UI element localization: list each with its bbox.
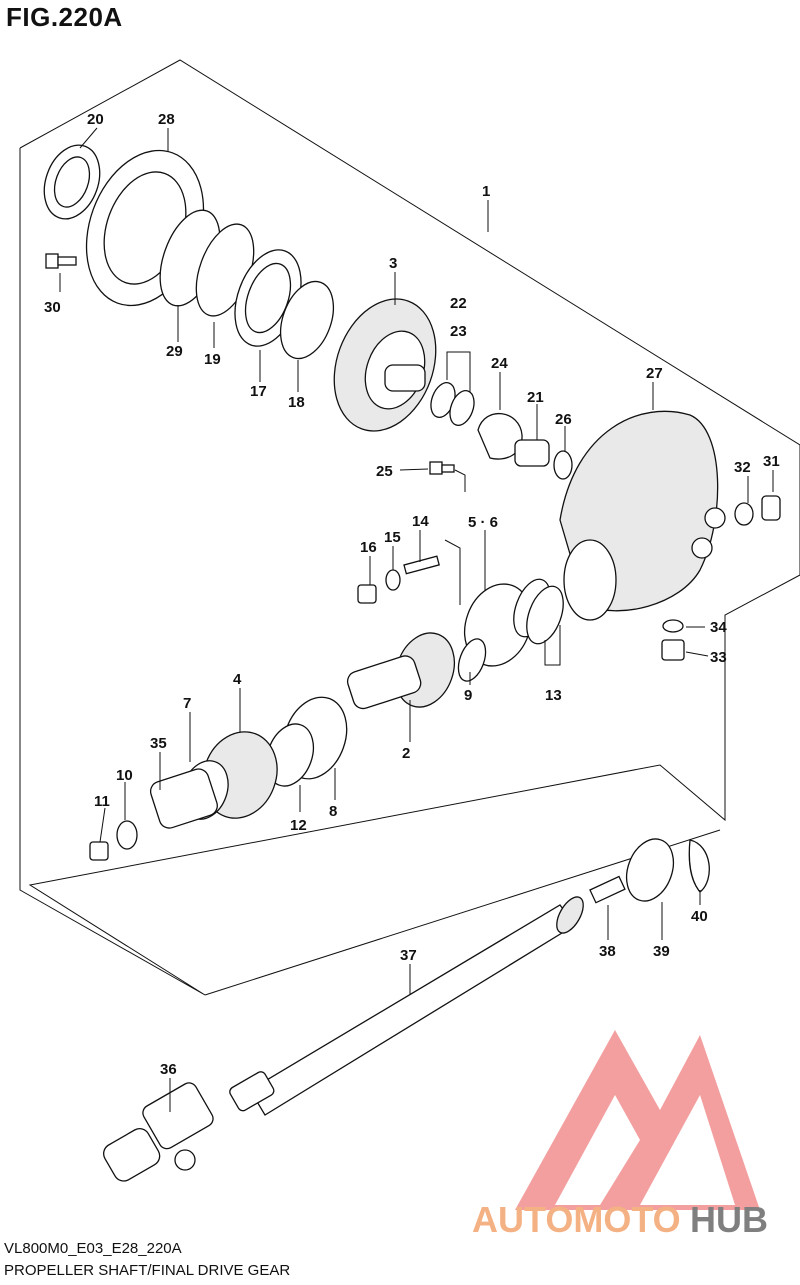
callout-13: 13 <box>545 687 562 704</box>
callout-1: 1 <box>482 183 490 200</box>
callout-34: 34 <box>710 619 727 636</box>
stud <box>403 555 440 575</box>
figure-title: FIG.220A <box>6 2 123 32</box>
callout-16: 16 <box>360 539 377 556</box>
callout-26: 26 <box>555 411 572 428</box>
shim <box>457 638 487 682</box>
callout-37: 37 <box>400 947 417 964</box>
assembly-outline <box>19 59 800 996</box>
callout-25: 25 <box>376 463 393 480</box>
watermark-logo <box>515 1030 760 1210</box>
nut <box>357 584 377 604</box>
bolt <box>429 461 455 475</box>
callout-22: 22 <box>450 295 467 312</box>
shim <box>449 390 475 426</box>
snap-ring <box>279 280 335 360</box>
callout-18: 18 <box>288 394 305 411</box>
oil-seal <box>625 838 675 902</box>
callout-35: 35 <box>150 735 167 752</box>
callout-4: 4 <box>233 671 242 688</box>
callout-11: 11 <box>94 793 110 810</box>
callout-27: 27 <box>646 365 663 382</box>
diagram-name: PROPELLER SHAFT/FINAL DRIVE GEAR <box>4 1262 291 1279</box>
o-ring <box>526 585 564 645</box>
callout-33: 33 <box>710 649 727 666</box>
callout-21: 21 <box>527 389 544 406</box>
filler-cap <box>761 495 781 521</box>
leader-lines <box>59 127 774 1112</box>
callout-9: 9 <box>464 687 472 704</box>
callout-19: 19 <box>204 351 221 368</box>
washer <box>385 569 401 591</box>
washer <box>553 450 573 480</box>
needle-bearing <box>514 439 550 467</box>
callout-20: 20 <box>87 111 104 128</box>
callout-5-6: 5 · 6 <box>468 514 498 531</box>
oil-seal <box>43 144 101 220</box>
callout-2: 2 <box>402 745 410 762</box>
callout-15: 15 <box>384 529 401 546</box>
callout-7: 7 <box>183 695 191 712</box>
callout-24: 24 <box>491 355 508 372</box>
ring-gear <box>333 298 437 432</box>
callout-17: 17 <box>250 383 267 400</box>
washer <box>116 820 138 850</box>
circlip <box>688 839 710 893</box>
diagram-code: VL800M0_E03_E28_220A <box>4 1240 182 1257</box>
spring <box>589 875 626 904</box>
callout-14: 14 <box>412 513 429 530</box>
callout-31: 31 <box>763 453 780 470</box>
watermark-text-primary: AUTOMOTO <box>472 1199 681 1240</box>
callout-28: 28 <box>158 111 175 128</box>
callout-10: 10 <box>116 767 133 784</box>
callout-3: 3 <box>389 255 397 272</box>
bolt <box>45 253 77 269</box>
callout-30: 30 <box>44 299 61 316</box>
callout-12: 12 <box>290 817 307 834</box>
universal-joint <box>103 1082 214 1182</box>
nut <box>89 841 109 861</box>
callout-40: 40 <box>691 908 708 925</box>
callout-38: 38 <box>599 943 616 960</box>
callout-32: 32 <box>734 459 751 476</box>
washer <box>734 502 754 526</box>
callout-36: 36 <box>160 1061 177 1078</box>
watermark-text-secondary: HUB <box>690 1199 768 1240</box>
callout-29: 29 <box>166 343 183 360</box>
callout-8: 8 <box>329 803 337 820</box>
thrust-stopper <box>477 413 523 460</box>
drive-bevel-gear <box>346 632 455 710</box>
callout-39: 39 <box>653 943 670 960</box>
coupling-joint <box>149 768 218 829</box>
callout-23: 23 <box>450 323 467 340</box>
gasket <box>662 619 684 633</box>
drain-bolt <box>661 639 685 661</box>
propeller-shaft <box>229 896 584 1116</box>
